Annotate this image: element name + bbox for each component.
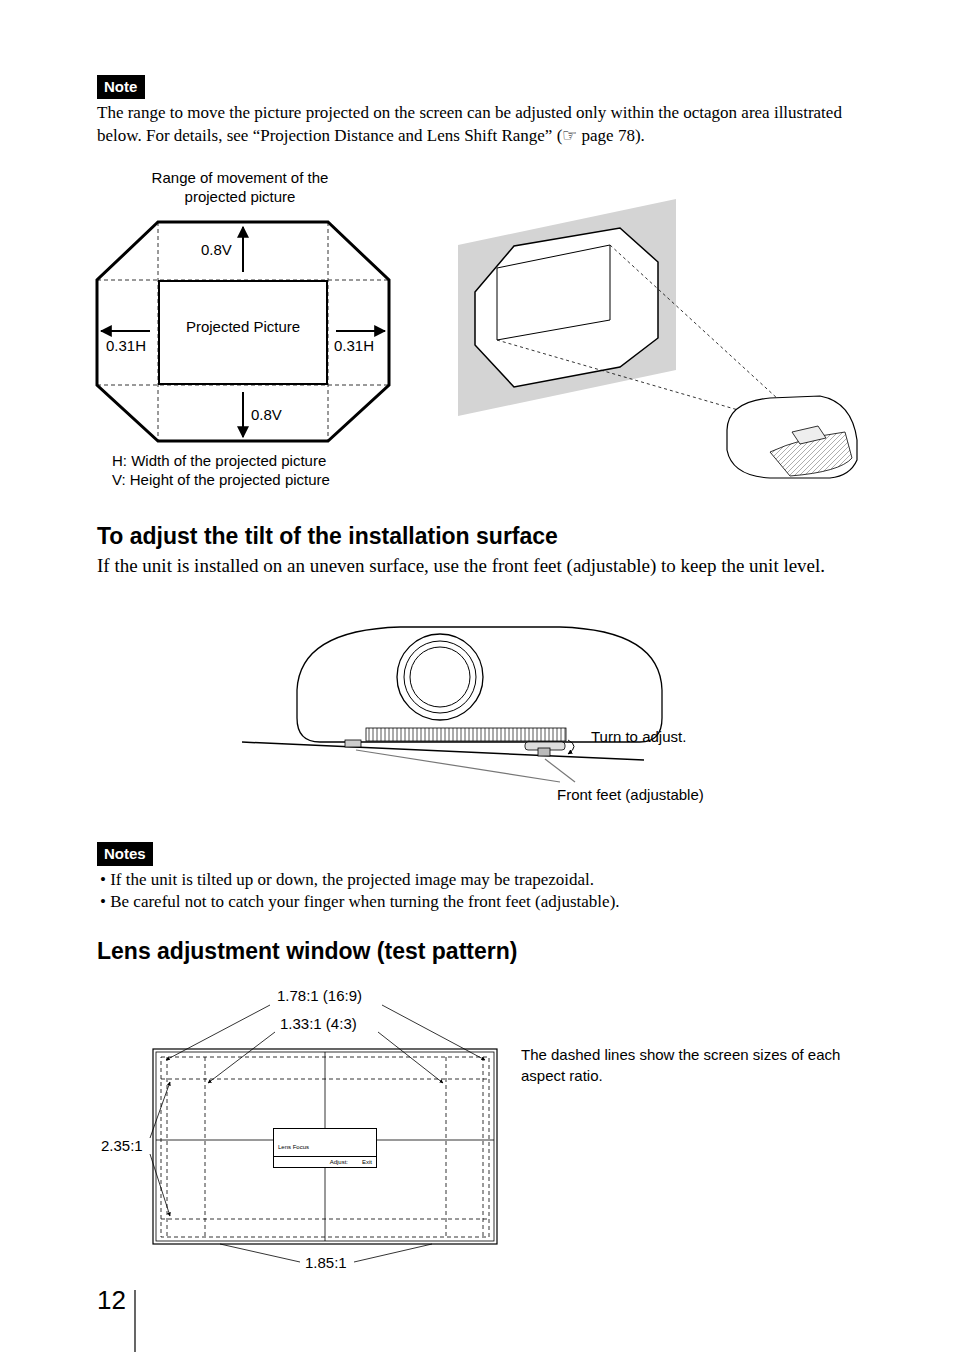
callout-label: Turn to adjust. xyxy=(591,728,686,746)
note-tag: Note xyxy=(97,75,145,99)
aspect-label: 1.78:1 (16:9) xyxy=(277,987,362,1005)
lens-focus-window: Lens FocusAdjust: Exit xyxy=(273,1128,377,1168)
node-text: Notes xyxy=(104,845,146,863)
section-heading: To adjust the tilt of the installation s… xyxy=(97,522,558,550)
note-bullet: • Be careful not to catch your finger wh… xyxy=(100,892,620,912)
node-text: Note xyxy=(104,78,138,96)
aspect-label: 1.33:1 (4:3) xyxy=(280,1015,357,1033)
body-text: If the unit is installed on an uneven su… xyxy=(97,553,872,579)
notes-tag: Notes xyxy=(97,842,153,866)
note-text: The range to move the picture projected … xyxy=(97,101,867,147)
legend-text: H: Width of the projected picture xyxy=(112,452,326,470)
aspect-label: 1.85:1 xyxy=(305,1254,347,1272)
legend-text: V: Height of the projected picture xyxy=(112,471,330,489)
range-octagon xyxy=(97,222,389,441)
projection-illustration xyxy=(458,199,857,478)
page-rule xyxy=(134,1290,135,1352)
section-heading: Lens adjustment window (test pattern) xyxy=(97,937,517,965)
explanation-text: The dashed lines show the screen sizes o… xyxy=(521,1044,851,1086)
node-text: Projected Picture xyxy=(186,318,300,383)
dimension-label: 0.8V xyxy=(251,406,282,424)
page-number: 12 xyxy=(97,1285,126,1316)
node-text: Adjust: xyxy=(330,1158,348,1166)
dimension-label: 0.31H xyxy=(334,337,374,355)
callout-label: Front feet (adjustable) xyxy=(557,786,704,804)
node-text: Exit xyxy=(362,1158,372,1166)
aspect-label: 2.35:1 xyxy=(101,1137,143,1155)
node-text: Lens Focus xyxy=(278,1144,309,1150)
diagram-caption: Range of movement of the projected pictu… xyxy=(140,168,340,206)
projected-picture-box: Projected Picture xyxy=(158,280,328,385)
note-bullet: • If the unit is tilted up or down, the … xyxy=(100,870,594,890)
dimension-label: 0.31H xyxy=(106,337,146,355)
projector-front-illustration xyxy=(242,627,662,782)
test-pattern xyxy=(150,1005,497,1262)
dimension-label: 0.8V xyxy=(201,241,232,259)
